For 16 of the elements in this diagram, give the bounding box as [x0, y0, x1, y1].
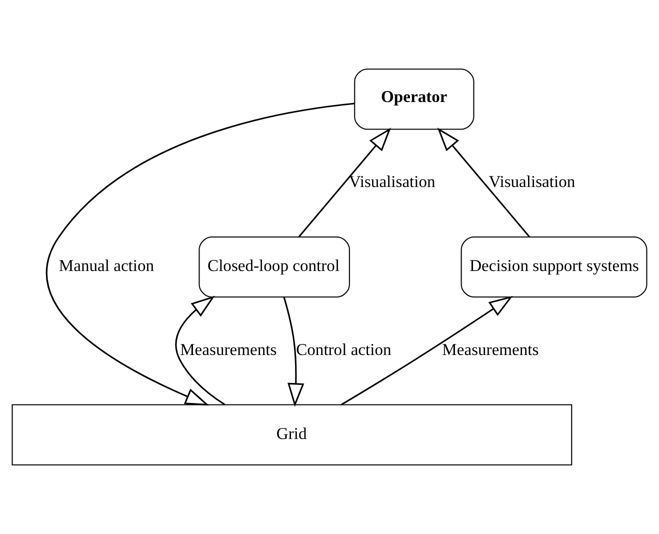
edge-label: Visualisation [488, 172, 576, 192]
arrow [46, 102, 355, 406]
arrow [175, 296, 226, 406]
edge-label: Control action [296, 340, 392, 359]
arrow [340, 296, 513, 406]
arrow [437, 128, 530, 238]
edge-label: Visualisation [348, 172, 436, 192]
node-box: Closed-loop control [198, 236, 350, 298]
node-box: Operator [354, 68, 474, 130]
arrow [283, 297, 304, 407]
edge-label: Manual action [58, 256, 154, 275]
node-box: Grid [12, 404, 572, 466]
node-box: Decision support systems [460, 236, 648, 298]
edge-label: Measurements [442, 340, 539, 359]
edge-label: Measurements [180, 340, 277, 359]
arrow [298, 128, 392, 238]
